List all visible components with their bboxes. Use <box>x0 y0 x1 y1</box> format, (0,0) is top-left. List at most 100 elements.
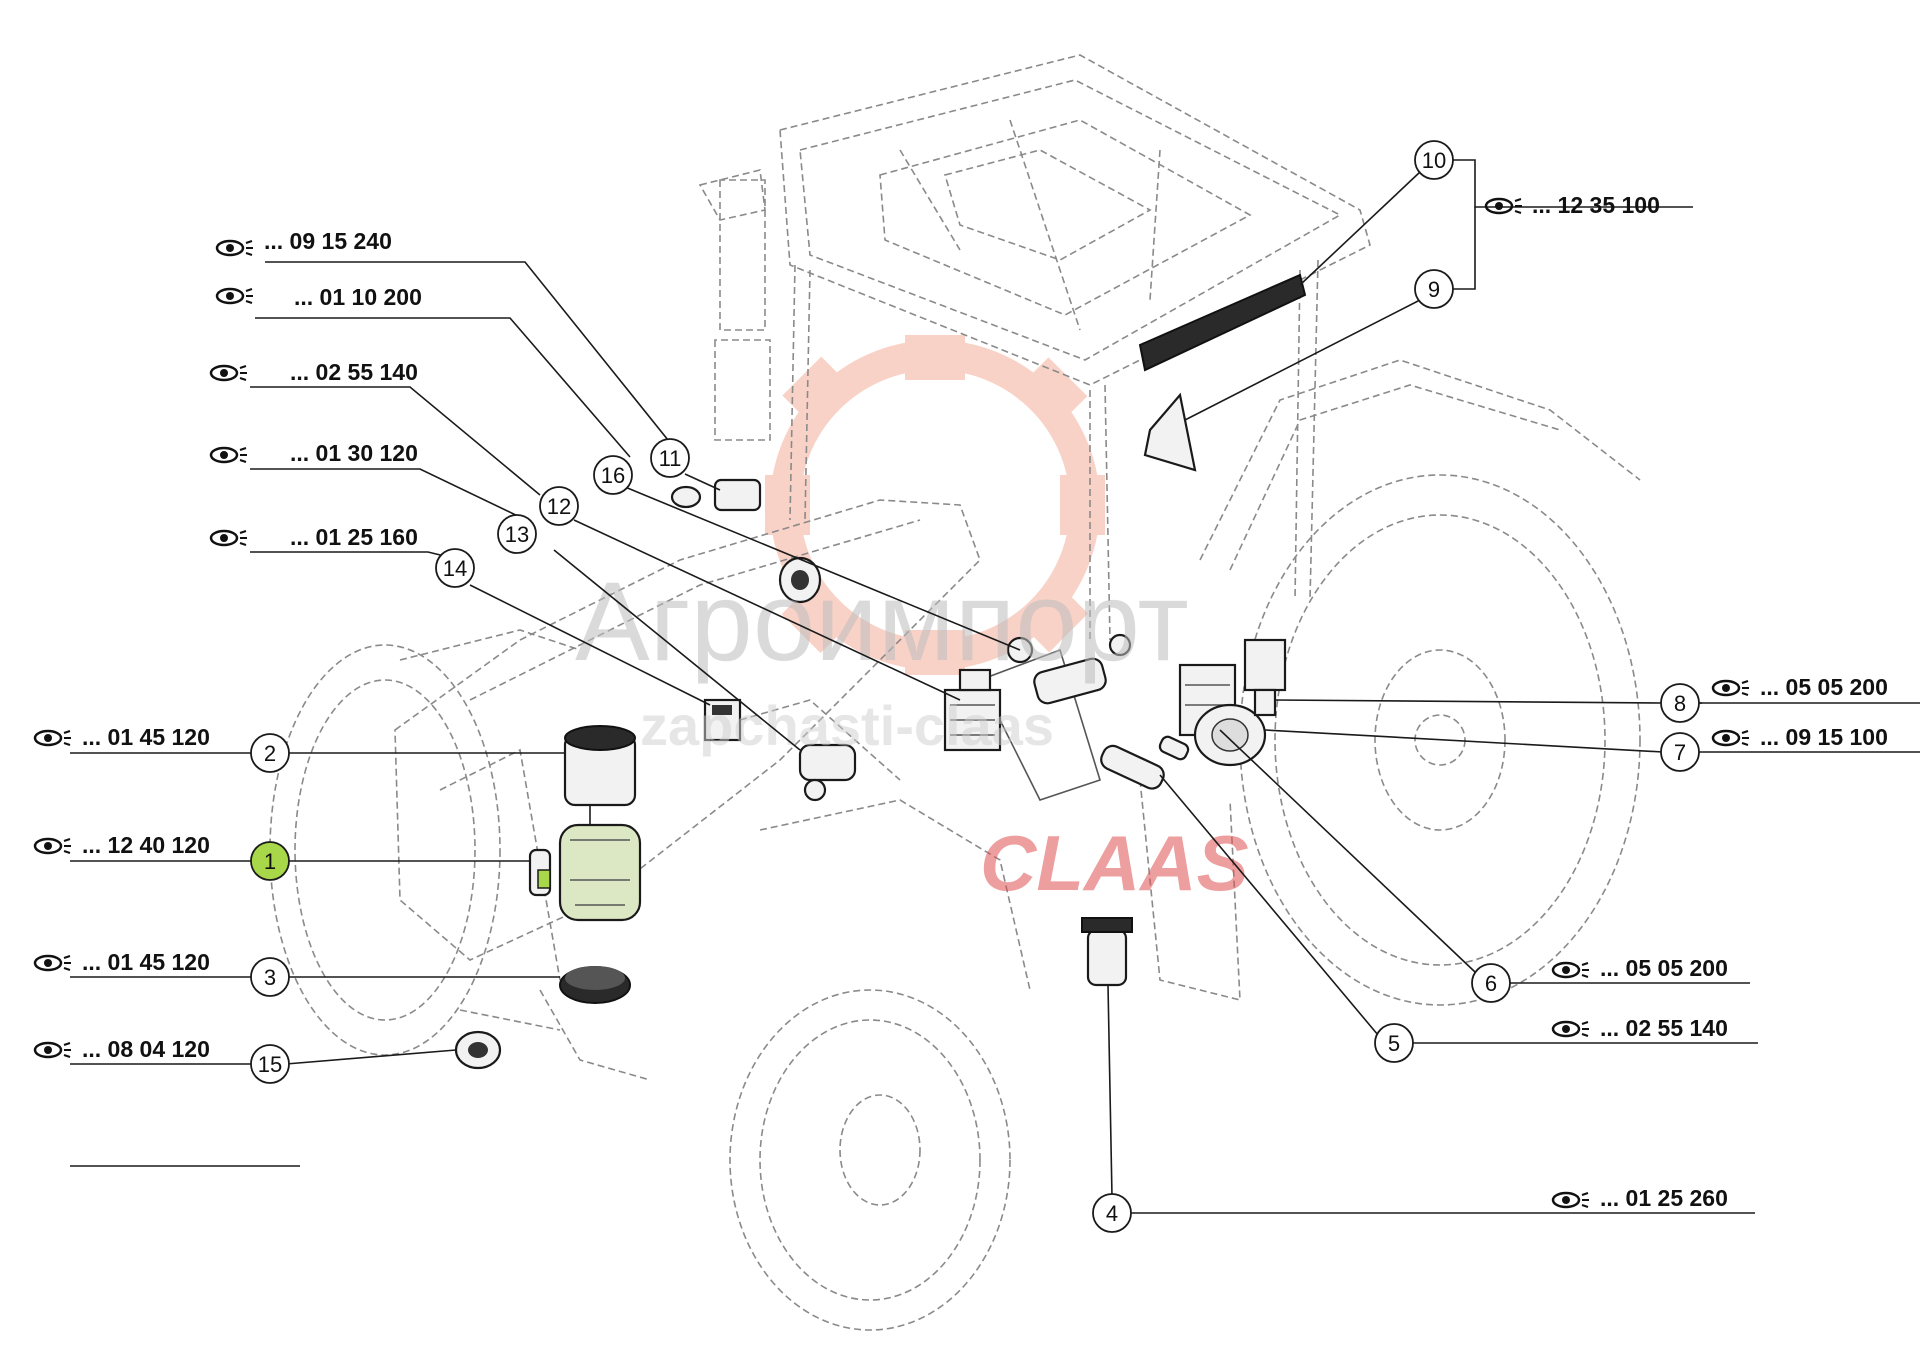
eye-icon <box>209 364 247 382</box>
svg-text:14: 14 <box>443 556 467 581</box>
svg-text:... 09 15 240: ... 09 15 240 <box>264 228 392 254</box>
eye-icon <box>1551 961 1589 979</box>
eye-icon <box>33 1041 71 1059</box>
svg-text:... 01 25 160: ... 01 25 160 <box>290 524 418 550</box>
svg-text:15: 15 <box>258 1052 282 1077</box>
tractor-outline <box>269 54 1641 1331</box>
ref-label-4: ... 01 25 260 <box>1551 1185 1728 1211</box>
svg-text:... 02 55 140: ... 02 55 140 <box>1600 1015 1728 1041</box>
reference-labels: ... 09 15 240 ... 01 10 200 ... 02 55 14… <box>33 192 1888 1211</box>
ref-label-12: ... 02 55 140 <box>209 359 418 385</box>
eye-icon <box>1551 1191 1589 1209</box>
svg-text:6: 6 <box>1485 971 1497 996</box>
eye-icon <box>33 954 71 972</box>
callout-bubble-5[interactable]: 5 <box>1374 1023 1414 1063</box>
eye-icon <box>215 239 253 257</box>
part-7 <box>1193 703 1267 767</box>
ref-label-7: ... 09 15 100 <box>1711 724 1888 750</box>
svg-text:... 01 10 200: ... 01 10 200 <box>294 284 422 310</box>
svg-text:... 01 45 120: ... 01 45 120 <box>82 949 210 975</box>
svg-text:... 02 55 140: ... 02 55 140 <box>290 359 418 385</box>
svg-text:... 08 04 120: ... 08 04 120 <box>82 1036 210 1062</box>
callout-bubble-15[interactable]: 15 <box>250 1044 290 1084</box>
number-bubbles: 1 2 3 4 5 6 7 8 <box>250 140 1700 1233</box>
part-12 <box>943 668 1002 752</box>
ref-label-6: ... 05 05 200 <box>1551 955 1728 981</box>
callout-bubble-6[interactable]: 6 <box>1471 963 1511 1003</box>
svg-text:... 12 35 100: ... 12 35 100 <box>1532 192 1660 218</box>
ref-label-8: ... 05 05 200 <box>1711 674 1888 700</box>
eye-icon <box>1711 679 1749 697</box>
svg-text:9: 9 <box>1428 277 1440 302</box>
svg-text:5: 5 <box>1388 1031 1400 1056</box>
svg-text:... 01 30 120: ... 01 30 120 <box>290 440 418 466</box>
svg-text:11: 11 <box>659 446 682 471</box>
ref-label-13: ... 01 30 120 <box>209 440 418 466</box>
callout-bubble-10[interactable]: 10 <box>1414 140 1454 180</box>
eye-icon <box>33 837 71 855</box>
svg-text:12: 12 <box>547 494 571 519</box>
svg-text:2: 2 <box>264 741 276 766</box>
part-11 <box>670 478 762 512</box>
watermark-latin: zapchasti-claas <box>640 694 1054 757</box>
parts <box>454 273 1307 1070</box>
ref-label-14: ... 01 25 160 <box>209 524 418 550</box>
part-13 <box>798 743 857 802</box>
callout-bubble-16[interactable]: 16 <box>593 455 633 495</box>
eye-icon <box>1484 197 1522 215</box>
ref-label-15: ... 08 04 120 <box>33 1036 210 1062</box>
ref-label-1: ... 12 40 120 <box>33 832 210 858</box>
watermark-cyrillic: Агроимпорт <box>575 559 1189 684</box>
svg-text:... 12 40 120: ... 12 40 120 <box>82 832 210 858</box>
eye-icon <box>215 287 253 305</box>
part-lower-filter <box>559 966 631 1004</box>
watermark-brand: CLAAS <box>980 819 1249 907</box>
callout-bubble-11[interactable]: 11 <box>650 438 690 478</box>
callout-bubble-2[interactable]: 2 <box>250 733 290 773</box>
svg-text:... 05 05 200: ... 05 05 200 <box>1760 674 1888 700</box>
svg-text:13: 13 <box>505 522 529 547</box>
ref-label-16: ... 01 10 200 <box>215 284 422 310</box>
callout-bubble-9[interactable]: 9 <box>1414 269 1454 309</box>
callout-bubble-12[interactable]: 12 <box>539 486 579 526</box>
eye-icon <box>1551 1020 1589 1038</box>
svg-text:4: 4 <box>1106 1201 1118 1226</box>
part-filter-element <box>563 725 637 825</box>
svg-text:7: 7 <box>1674 740 1686 765</box>
part-4 <box>1081 917 1133 987</box>
eye-icon <box>209 529 247 547</box>
callout-bubble-8[interactable]: 8 <box>1660 683 1700 723</box>
svg-text:16: 16 <box>601 463 625 488</box>
eye-icon <box>1711 729 1749 747</box>
callout-bubble-3[interactable]: 3 <box>250 957 290 997</box>
svg-text:10: 10 <box>1422 148 1446 173</box>
part-8 <box>1243 638 1287 717</box>
ref-label-3: ... 01 45 120 <box>33 949 210 975</box>
ref-label-9-10: ... 12 35 100 <box>1484 192 1660 218</box>
part-14 <box>703 698 742 742</box>
ref-label-11: ... 09 15 240 <box>215 228 392 257</box>
svg-text:... 09 15 100: ... 09 15 100 <box>1760 724 1888 750</box>
callout-bubble-14[interactable]: 14 <box>435 548 475 588</box>
callout-bubble-4[interactable]: 4 <box>1092 1193 1132 1233</box>
ref-label-2: ... 01 45 120 <box>33 724 210 750</box>
svg-text:... 01 45 120: ... 01 45 120 <box>82 724 210 750</box>
eye-icon <box>209 446 247 464</box>
ref-label-5: ... 02 55 140 <box>1551 1015 1728 1041</box>
part-9 <box>1143 392 1197 472</box>
callout-leaders <box>70 159 1920 1214</box>
part-air-filter <box>528 823 642 922</box>
part-10 <box>1138 273 1307 372</box>
watermark-gear <box>765 335 1105 675</box>
svg-text:... 05 05 200: ... 05 05 200 <box>1600 955 1728 981</box>
callout-bubble-7[interactable]: 7 <box>1660 732 1700 772</box>
callout-bubble-13[interactable]: 13 <box>497 514 537 554</box>
part-15 <box>454 1030 502 1070</box>
svg-text:... 01 25 260: ... 01 25 260 <box>1600 1185 1728 1211</box>
svg-text:8: 8 <box>1674 691 1686 716</box>
eye-icon <box>33 729 71 747</box>
svg-text:1: 1 <box>264 849 276 874</box>
svg-text:3: 3 <box>264 965 276 990</box>
callout-bubble-1[interactable]: 1 <box>250 841 290 881</box>
